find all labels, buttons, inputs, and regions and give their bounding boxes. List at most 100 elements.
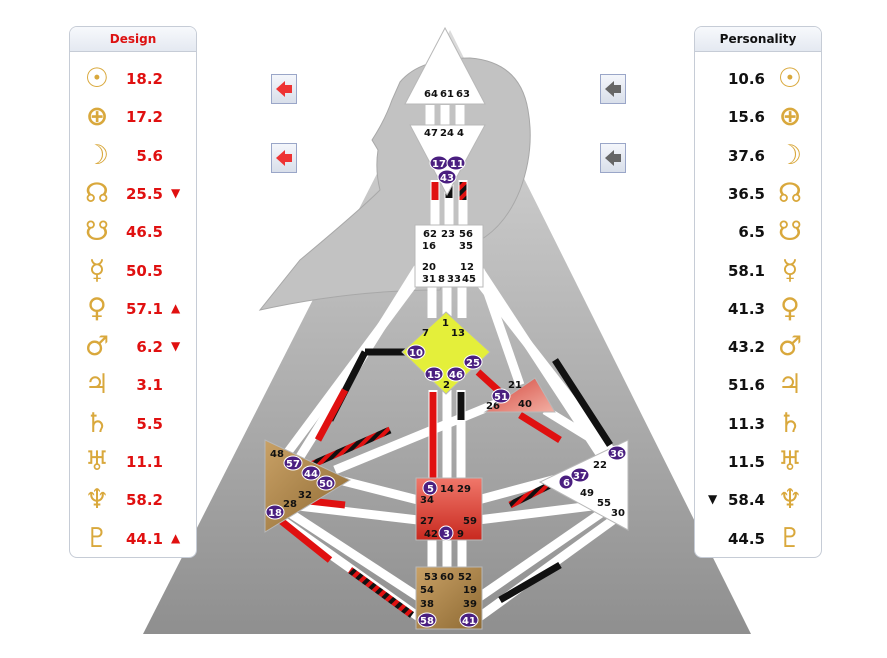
gate-58-badge: 58 [417, 612, 437, 628]
design-value: 50.5 [125, 261, 163, 280]
design-row: ♄5.5 [70, 406, 196, 444]
design-value: 3.1 [136, 376, 163, 395]
direction-mark: ▼ [171, 339, 181, 354]
svg-text:43: 43 [440, 173, 454, 184]
design-prev-button-2[interactable] [271, 143, 297, 173]
svg-text:36: 36 [610, 449, 624, 460]
design-row: ♀57.1▲ [70, 291, 196, 329]
personality-value: 37.6 [727, 146, 765, 165]
venus-icon: ♀ [780, 292, 800, 324]
personality-prev-button-1[interactable] [600, 74, 626, 104]
mercury-icon: ☿ [781, 254, 799, 286]
svg-text:21: 21 [508, 380, 522, 391]
gate-46-badge: 46 [446, 366, 466, 382]
south-node-icon: ☋ [778, 216, 802, 248]
personality-row: ♃ 51.6 [695, 367, 821, 405]
svg-text:30: 30 [611, 508, 625, 519]
svg-text:62: 62 [423, 229, 437, 240]
svg-text:29: 29 [457, 484, 471, 495]
design-row: ♅11.1 [70, 444, 196, 482]
design-row: ♂6.2▼ [70, 329, 196, 367]
design-panel-title: Design [70, 27, 196, 52]
personality-row: ☊36.5 [695, 176, 821, 214]
svg-text:20: 20 [422, 262, 436, 273]
saturn-icon: ♄ [777, 407, 803, 439]
svg-text:52: 52 [458, 572, 472, 583]
jupiter-icon: ♃ [777, 369, 803, 401]
personality-row: ♇44.5 [695, 521, 821, 557]
gate-6-badge: 6 [558, 474, 574, 490]
svg-text:19: 19 [463, 585, 477, 596]
arrow-left-icon [276, 81, 292, 97]
personality-value: 10.6 [727, 70, 765, 88]
direction-mark: ▼ [708, 492, 718, 507]
svg-text:48: 48 [270, 449, 284, 460]
gate-51-badge: 51 [491, 388, 511, 404]
personality-value: 11.5 [727, 453, 765, 471]
svg-text:26: 26 [486, 401, 500, 412]
svg-text:42: 42 [424, 529, 438, 540]
svg-text:3: 3 [443, 529, 450, 540]
personality-value: 58.1 [727, 261, 765, 280]
personality-value: 51.6 [727, 376, 765, 395]
gate-41-badge: 41 [459, 612, 479, 628]
moon-icon: ☽ [777, 139, 803, 171]
svg-text:7: 7 [422, 328, 429, 339]
svg-text:64: 64 [424, 89, 438, 100]
solar-plexus-center: 22 49 55 30 [538, 439, 629, 531]
design-value: 17.2 [125, 108, 163, 127]
svg-text:14: 14 [440, 484, 454, 495]
svg-text:34: 34 [420, 495, 434, 506]
gate-36-badge: 36 [607, 445, 627, 461]
earth-icon: ⊕ [85, 101, 109, 133]
moon-icon: ☽ [84, 139, 110, 171]
svg-text:8: 8 [438, 274, 445, 285]
svg-text:56: 56 [459, 229, 473, 240]
gate-17-badge: 17 [429, 155, 449, 171]
jupiter-icon: ♃ [84, 369, 110, 401]
design-prev-button-1[interactable] [271, 74, 297, 104]
design-panel: Design ☉18.2⊕17.2☽5.6☊25.5▼☋46.5☿50.5♀57… [69, 26, 197, 558]
svg-text:58: 58 [420, 616, 434, 627]
svg-text:4: 4 [457, 128, 464, 139]
svg-text:10: 10 [409, 348, 423, 359]
design-value: 11.1 [125, 453, 163, 471]
svg-text:53: 53 [424, 572, 438, 583]
svg-text:38: 38 [420, 599, 434, 610]
svg-text:2: 2 [443, 380, 450, 391]
design-value: 5.6 [136, 146, 163, 165]
personality-value: 41.3 [727, 299, 765, 318]
personality-value: 36.5 [727, 184, 765, 203]
mars-icon: ♂ [777, 331, 803, 363]
design-row: ⊕ 17.2 [70, 99, 196, 137]
gate-18-badge: 18 [265, 504, 285, 520]
svg-text:55: 55 [597, 498, 611, 509]
personality-row: ♀ 41.3 [695, 291, 821, 329]
svg-text:22: 22 [593, 460, 607, 471]
design-value: 25.5 [125, 184, 163, 203]
gate-3-badge: 3 [438, 525, 454, 541]
personality-row: ⊕15.6 [695, 99, 821, 137]
gate-5-badge: 5 [422, 480, 438, 496]
north-node-icon: ☊ [85, 177, 109, 209]
personality-value: 15.6 [727, 108, 765, 127]
personality-prev-button-2[interactable] [600, 143, 626, 173]
svg-text:32: 32 [298, 490, 312, 501]
svg-text:60: 60 [440, 572, 454, 583]
design-value: 18.2 [125, 70, 163, 88]
personality-value: 43.2 [727, 338, 765, 357]
neptune-icon: ♆ [777, 484, 803, 516]
sun-icon: ☉ [777, 63, 803, 94]
svg-text:45: 45 [462, 274, 476, 285]
design-value: 46.5 [125, 223, 163, 242]
personality-row: ♆58.4▼ [695, 482, 821, 520]
design-value: 5.5 [136, 414, 163, 433]
svg-text:31: 31 [422, 274, 436, 285]
svg-text:11: 11 [450, 159, 464, 170]
arrow-left-icon [605, 81, 621, 97]
personality-panel: Personality ☉10.6⊕15.6☽37.6☊36.5☋6.5☿58.… [694, 26, 822, 558]
personality-row: ☉ 10.6 [695, 61, 821, 99]
